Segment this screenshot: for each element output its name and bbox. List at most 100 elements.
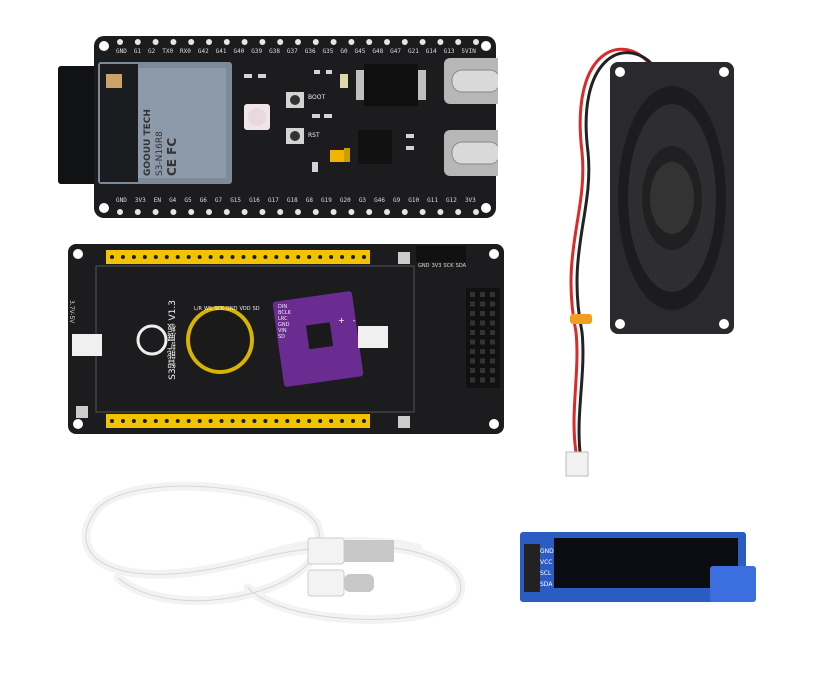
pin-hole [142,255,147,259]
pin-label: VCC [540,559,553,566]
pin-hole [175,419,180,423]
pin-label: BCLK [278,310,291,316]
pin-hole [329,255,334,259]
pin-label: G7 [214,197,223,204]
pin-hole [117,209,123,215]
pin-label: GND [226,306,238,312]
pin-hole [263,419,268,423]
pin-label: SD [252,306,260,312]
pin-label: G6 [199,197,207,204]
header-socket [480,320,485,326]
pin-hole [241,255,246,259]
pin-hole [340,255,345,259]
pin-label: SDA [455,263,466,269]
header-socket [490,349,495,354]
pin-hole [110,255,114,259]
pin-label: SDA [540,581,553,588]
pin-hole [152,209,159,215]
pin-hole [274,255,279,259]
pin-hole [153,419,158,423]
pin-hole [252,419,257,423]
header-socket [490,320,495,326]
pin-label: WS [203,306,213,312]
header-socket [480,311,485,316]
pin-hole [134,209,141,215]
header-socket [470,339,475,345]
header-socket [490,292,495,297]
header-socket [490,368,495,373]
expansion-title: S3智能扩展板 V1.3 [168,300,179,380]
pin-hole [401,39,408,45]
pin-label: G18 [286,197,298,204]
pin-hole [285,419,290,423]
pin-hole [419,209,426,215]
pin-label: G38 [269,48,280,55]
pin-label: GND [116,48,127,55]
pin-label: 5VIN [461,48,476,55]
pin-label: G37 [286,48,298,55]
pin-hole [241,419,246,423]
pin-hole [197,419,202,423]
pin-hole [186,255,191,259]
pin-label: G39 [251,48,263,55]
module-brand: GOOUU TECH [143,109,153,176]
header-socket [480,330,485,335]
header-socket [470,330,475,335]
pin-hole [348,39,355,45]
pin-hole [223,209,230,215]
pin-hole [295,39,301,45]
pin-label: TX0 [162,48,174,55]
header-socket [480,368,485,373]
pin-label: 3V3 [134,197,146,204]
pin-label: G45 [354,48,366,55]
pin-label: G8 [305,197,313,204]
pin-hole [455,209,462,215]
pin-hole [208,255,213,259]
header-socket [470,311,475,316]
pin-label: G17 [267,197,279,204]
amp-output-labels: +- [338,316,356,325]
pin-hole [252,255,257,259]
header-socket [490,358,495,364]
pin-hole [329,419,334,423]
pin-label: GND [116,197,127,204]
boot-label: BOOT [308,94,326,101]
pin-label: G41 [215,48,227,55]
pin-label: G46 [374,197,385,204]
pin-hole [131,419,136,423]
pin-hole [330,39,337,45]
pin-hole [120,419,125,423]
pin-hole [437,39,444,45]
pin-hole [351,255,356,259]
expansion-title-text: S3智能扩展板 [168,323,178,380]
pin-hole [188,209,195,215]
header-socket [490,330,495,335]
pin-hole [318,255,323,259]
pin-label: VDD [239,306,251,312]
pin-hole [473,209,479,215]
pin-hole [401,209,408,215]
pin-hole [206,209,212,215]
pin-hole [362,419,366,423]
pin-hole [277,39,284,45]
pin-hole [152,39,159,45]
pin-hole [340,419,345,423]
pin-label: G20 [339,197,351,204]
pin-hole [277,209,284,215]
pin-hole [223,39,230,45]
pin-hole [230,255,235,259]
pin-label: G47 [390,48,402,55]
header-socket [470,358,475,364]
pin-hole [330,209,337,215]
expansion-version: V1.3 [168,300,178,321]
pin-hole [164,419,169,423]
pin-label: G13 [443,48,455,55]
pin-hole [188,39,195,45]
header-socket [470,301,475,307]
pin-label: SCL [540,570,552,577]
rst-label: RST [308,132,320,139]
